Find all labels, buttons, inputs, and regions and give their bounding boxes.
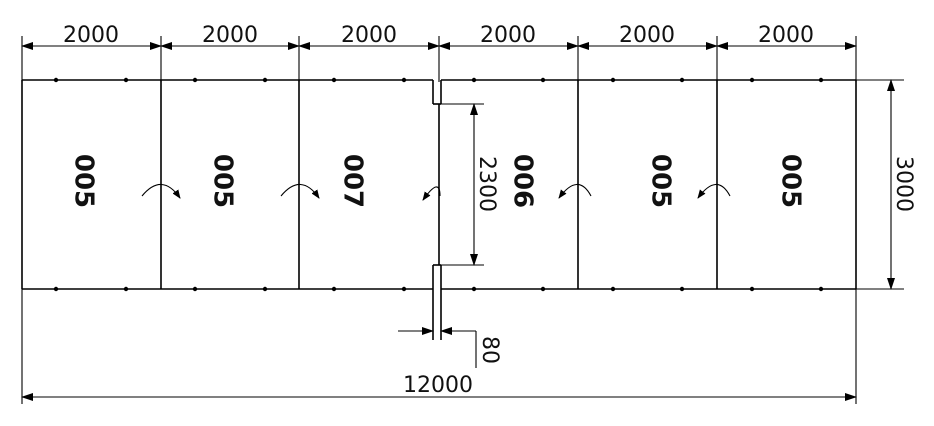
top-dim-label-1: 2000 bbox=[202, 23, 258, 48]
dot bbox=[749, 77, 755, 83]
dot bbox=[401, 286, 407, 292]
panel-label-2: 007 bbox=[338, 154, 368, 208]
top-dim-label-4: 2000 bbox=[619, 23, 675, 48]
total-dim-label: 12000 bbox=[403, 373, 473, 398]
panel-label-0: 005 bbox=[69, 154, 99, 208]
top-dim-label-0: 2000 bbox=[63, 23, 119, 48]
dot bbox=[471, 77, 477, 83]
dot bbox=[401, 77, 407, 83]
dot bbox=[123, 77, 129, 83]
dot bbox=[53, 286, 59, 292]
dot bbox=[471, 286, 477, 292]
dot bbox=[679, 77, 685, 83]
gap-dimension: 2300 bbox=[441, 103, 499, 266]
panel-labels: 005 005 007 006 005 005 bbox=[69, 154, 806, 208]
panel-label-3: 006 bbox=[508, 154, 538, 208]
height-dimension: 3000 bbox=[856, 79, 916, 290]
dot bbox=[610, 286, 616, 292]
curved-arrow-icon bbox=[558, 183, 592, 199]
dot bbox=[610, 77, 616, 83]
offset-dimension: 80 bbox=[398, 327, 502, 368]
curved-arrow-icon bbox=[280, 183, 320, 199]
dot bbox=[331, 286, 337, 292]
dot bbox=[679, 286, 685, 292]
curved-arrow-icon bbox=[422, 186, 441, 201]
top-dim-label-5: 2000 bbox=[758, 23, 814, 48]
dot bbox=[331, 77, 337, 83]
direction-arrows bbox=[141, 183, 731, 201]
dot bbox=[818, 77, 824, 83]
panel-label-1: 005 bbox=[208, 154, 238, 208]
dot bbox=[818, 286, 824, 292]
top-dim-label-3: 2000 bbox=[480, 23, 536, 48]
dot bbox=[540, 77, 546, 83]
height-dim-label: 3000 bbox=[891, 156, 916, 212]
dot bbox=[262, 77, 268, 83]
curved-arrow-icon bbox=[697, 183, 731, 199]
gap-dim-label: 2300 bbox=[474, 156, 499, 212]
curved-arrow-icon bbox=[141, 183, 181, 199]
panel-label-5: 005 bbox=[776, 154, 806, 208]
top-dim-label-2: 2000 bbox=[341, 23, 397, 48]
dot bbox=[53, 77, 59, 83]
dot bbox=[123, 286, 129, 292]
offset-dim-label: 80 bbox=[477, 336, 502, 364]
dot bbox=[192, 286, 198, 292]
dot bbox=[540, 286, 546, 292]
panel-outline bbox=[21, 79, 857, 340]
dot bbox=[749, 286, 755, 292]
edge-dots bbox=[53, 77, 824, 292]
total-dimension: 12000 bbox=[21, 289, 857, 404]
panel-label-4: 005 bbox=[646, 154, 676, 208]
top-dimension-chain: 2000 2000 2000 2000 2000 2000 bbox=[21, 23, 857, 82]
dot bbox=[192, 77, 198, 83]
dot bbox=[262, 286, 268, 292]
